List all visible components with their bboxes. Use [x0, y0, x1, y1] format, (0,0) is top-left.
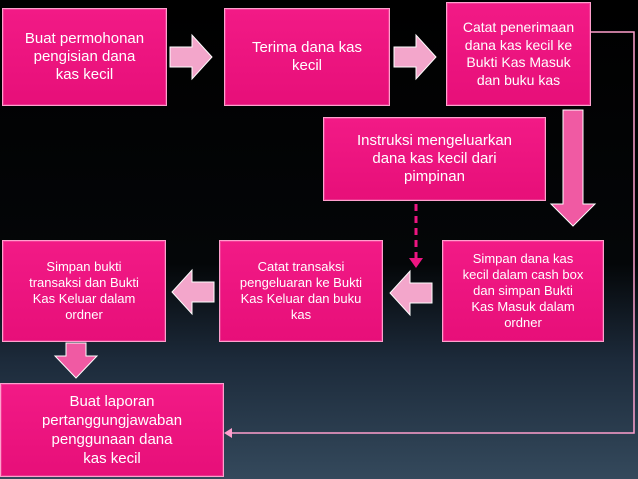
step-catat-pengeluaran: Catat transaksi pengeluaran ke Bukti Kas… — [219, 240, 383, 342]
step-buat-permohonan: Buat permohonan pengisian dana kas kecil — [2, 8, 167, 106]
arrow-right-2-icon — [393, 33, 437, 81]
step-instruksi-pimpinan: Instruksi mengeluarkan dana kas kecil da… — [323, 117, 546, 201]
step-catat-penerimaan: Catat penerimaan dana kas kecil ke Bukti… — [446, 2, 591, 106]
step-label: Buat permohonan pengisian dana kas kecil — [24, 29, 145, 84]
step-label: Instruksi mengeluarkan dana kas kecil da… — [356, 131, 513, 186]
step-label: Simpan bukti transaksi dan Bukti Kas Kel… — [29, 259, 139, 322]
step-simpan-bukti: Simpan bukti transaksi dan Bukti Kas Kel… — [2, 240, 166, 342]
return-arrow-head-icon — [224, 428, 232, 438]
dashed-arrow-head-icon — [409, 258, 423, 268]
step-label: Buat laporan pertanggungjawaban pengguna… — [41, 392, 183, 468]
arrow-down-1-icon — [549, 109, 597, 227]
step-simpan-dana: Simpan dana kas kecil dalam cash box dan… — [442, 240, 604, 342]
step-label: Catat penerimaan dana kas kecil ke Bukti… — [462, 19, 575, 88]
step-label: Terima dana kas kecil — [251, 38, 363, 74]
arrow-left-2-icon — [171, 268, 215, 316]
step-terima-dana: Terima dana kas kecil — [224, 8, 390, 106]
arrow-right-1-icon — [169, 33, 213, 81]
arrow-left-1-icon — [389, 269, 433, 317]
arrow-down-2-icon — [53, 342, 99, 379]
return-connector — [232, 31, 635, 434]
step-buat-laporan: Buat laporan pertanggungjawaban pengguna… — [0, 383, 224, 477]
step-label: Catat transaksi pengeluaran ke Bukti Kas… — [239, 259, 363, 322]
step-label: Simpan dana kas kecil dalam cash box dan… — [462, 251, 584, 330]
